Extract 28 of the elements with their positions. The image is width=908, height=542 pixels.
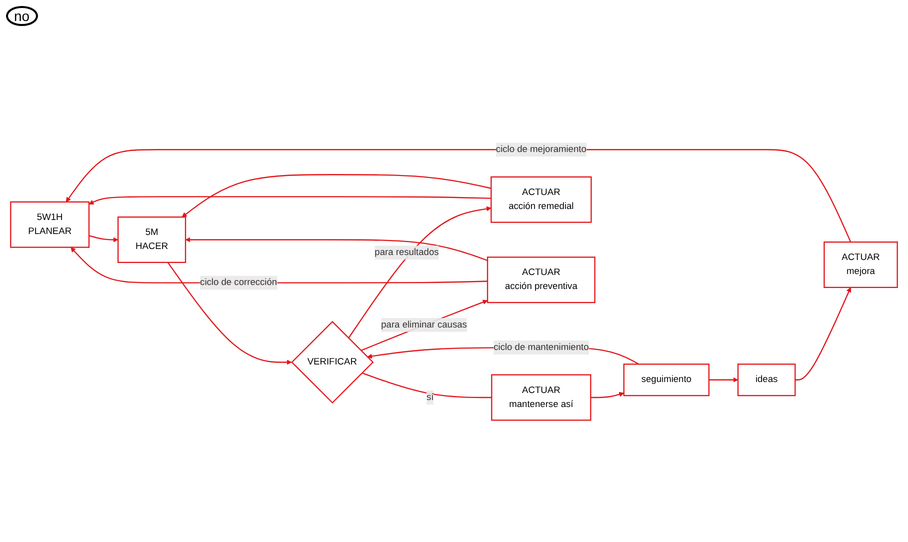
edge-label: ciclo de corrección: [200, 277, 278, 287]
arrow: [182, 174, 492, 217]
arrow: [348, 206, 492, 338]
arrow: [167, 262, 292, 364]
edge-label: ciclo de mejoramiento: [496, 144, 586, 154]
connector: [362, 372, 492, 398]
arrow: [185, 236, 488, 261]
arrow: [795, 286, 852, 380]
edge-label: para resultados: [374, 246, 439, 257]
node-box: 5W1H PLANEAR: [10, 200, 90, 248]
circled-label: no: [6, 6, 38, 26]
arrow: [66, 148, 852, 242]
node-box: ACTUAR mejora: [824, 241, 898, 288]
edge-label: para eliminar causas: [381, 319, 467, 330]
node-box: 5M HACER: [117, 216, 186, 263]
arrow: [360, 299, 488, 351]
arrow: [590, 392, 624, 398]
node-box: seguimiento: [623, 363, 710, 396]
edge-label: ciclo de mantenimiento: [494, 342, 589, 352]
edge-label: sí: [426, 392, 434, 402]
arrow: [88, 196, 492, 204]
node-diamond: VERIFICAR: [291, 320, 374, 404]
node-box: ideas: [737, 363, 796, 396]
node-box: ACTUAR mantenerse así: [491, 374, 592, 420]
node-box: ACTUAR acción remedial: [490, 176, 592, 222]
arrow: [708, 376, 738, 382]
arrow: [88, 234, 118, 242]
node-box: ACTUAR acción preventiva: [486, 256, 596, 303]
